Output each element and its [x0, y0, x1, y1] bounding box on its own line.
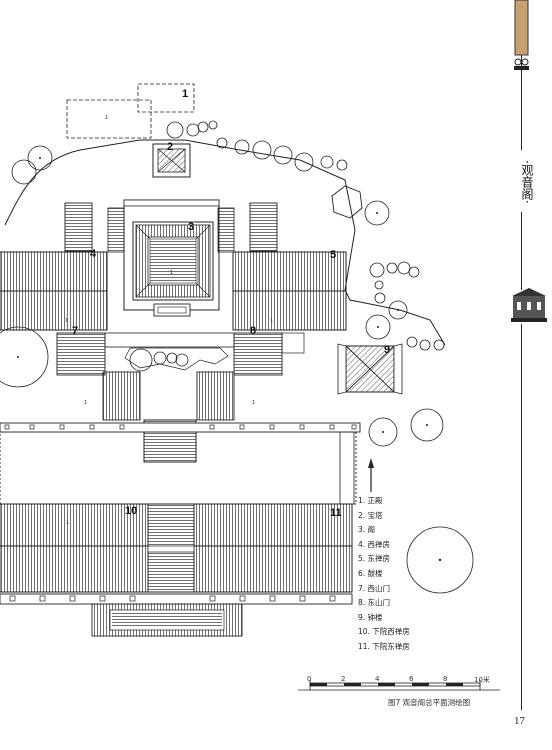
marker-9: 9: [384, 344, 391, 356]
small-label-b: 1: [170, 270, 174, 276]
page-number: 17: [514, 715, 525, 727]
dashed-outline-1: [137, 83, 195, 113]
legend-item: 10. 下院西禅房: [358, 627, 410, 637]
section-title: ·观音阁·: [518, 160, 534, 209]
left-small-hall: [107, 207, 125, 253]
legend-item: 8. 东山门: [358, 598, 391, 608]
legend-item: 11. 下院东禅房: [358, 641, 410, 651]
rockery: [124, 347, 229, 371]
north-arrow-icon: [368, 458, 374, 492]
small-label-e: 1: [84, 400, 88, 406]
small-label-d: 1: [270, 318, 274, 324]
scale-bar: [298, 680, 500, 691]
marker-8: 8: [250, 325, 257, 337]
east-column: [339, 431, 355, 505]
building-thumbnail-icon: [508, 288, 550, 324]
dashed-outline-1b: [66, 99, 152, 139]
court-altar: [153, 303, 191, 317]
pagoda: [152, 143, 191, 178]
hexagon-pavilion: [331, 185, 363, 219]
bell-tower: [337, 343, 403, 395]
small-label-c: 1: [65, 318, 69, 324]
marker-11: 11: [330, 507, 342, 519]
west-stair: [102, 371, 141, 421]
scale-tick-label: 6: [409, 675, 414, 683]
bottom-terrace: [0, 593, 353, 605]
scale-tick-label: 2: [341, 675, 346, 683]
marker-1: 1: [182, 88, 189, 100]
right-small-hall: [217, 207, 235, 253]
east-stair: [196, 371, 235, 421]
legend-item: 5. 东禅房: [358, 554, 391, 564]
scale-tick-label: 10米: [474, 676, 490, 684]
marker-4: 4: [90, 248, 97, 260]
section-title-text: ·观音阁·: [520, 160, 534, 204]
small-label-g: 1: [66, 520, 70, 526]
tree-centers: [17, 157, 442, 562]
figure-caption: 图7 观音阁总平面测绘图: [388, 698, 471, 707]
terrace-beam: [0, 422, 361, 433]
side-strip: [508, 0, 550, 710]
small-label-a: 1: [105, 115, 109, 121]
scale-tick-label: 4: [375, 675, 380, 683]
legend-item: 4. 西禅房: [358, 539, 391, 549]
legend-item: 7. 西山门: [358, 583, 391, 593]
terrace-posts: [4, 424, 357, 430]
side-ornament-icon: [514, 58, 529, 70]
bottom-posts: [9, 595, 336, 602]
legend-item: 1. 正殿: [358, 496, 383, 505]
legend-item: 3. 阁: [358, 525, 376, 535]
legend-item: 2. 宝塔: [358, 510, 383, 520]
small-label-f: 1: [252, 400, 256, 406]
scale-tick-label: 8: [443, 675, 448, 683]
rear-wall: [123, 199, 220, 207]
west-gate-hall: [56, 332, 106, 376]
legend-item: 6. 鼓楼: [358, 568, 383, 578]
legend: 1. 正殿 2. 宝塔 3. 阁 4. 西禅房 5. 东禅房 6. 鼓楼 7. …: [358, 494, 410, 655]
legend-item: 9. 钟楼: [358, 612, 383, 622]
marker-10: 10: [125, 505, 138, 517]
upper-right-annex: [249, 202, 278, 252]
marker-7: 7: [72, 325, 79, 337]
scale-tick-label: 0: [307, 675, 312, 683]
lower-west-hall: [0, 503, 149, 593]
main-pavilion: [132, 221, 214, 301]
upper-left-annex: [64, 202, 93, 252]
marker-3: 3: [188, 221, 195, 233]
marker-2: 2: [167, 141, 174, 153]
lower-east-hall: [193, 503, 353, 593]
east-gate-hall: [233, 332, 283, 376]
marker-5: 5: [330, 249, 337, 261]
